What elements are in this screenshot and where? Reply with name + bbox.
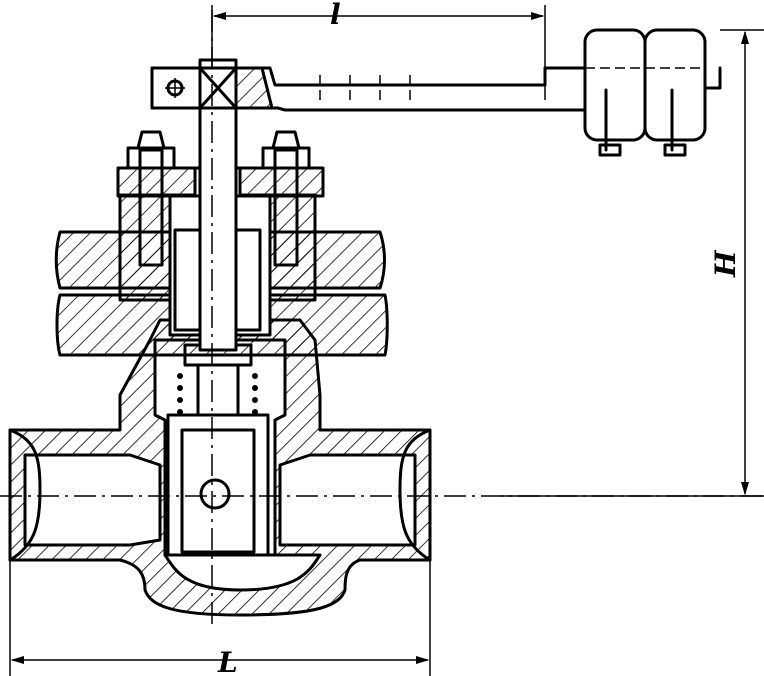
handle-lever <box>150 66 722 112</box>
dimension-L-label: L <box>217 646 238 676</box>
dimension-l-label: l <box>330 0 341 31</box>
dimension-H-label: H <box>709 249 742 278</box>
dimension-l <box>211 5 546 100</box>
gland-stud-left <box>126 130 176 267</box>
gland-stud-right <box>261 130 311 267</box>
counterweights <box>583 28 707 157</box>
spring <box>177 373 258 415</box>
dimension-L <box>9 560 431 676</box>
dimension-H <box>500 29 764 497</box>
plug-port <box>199 478 231 510</box>
